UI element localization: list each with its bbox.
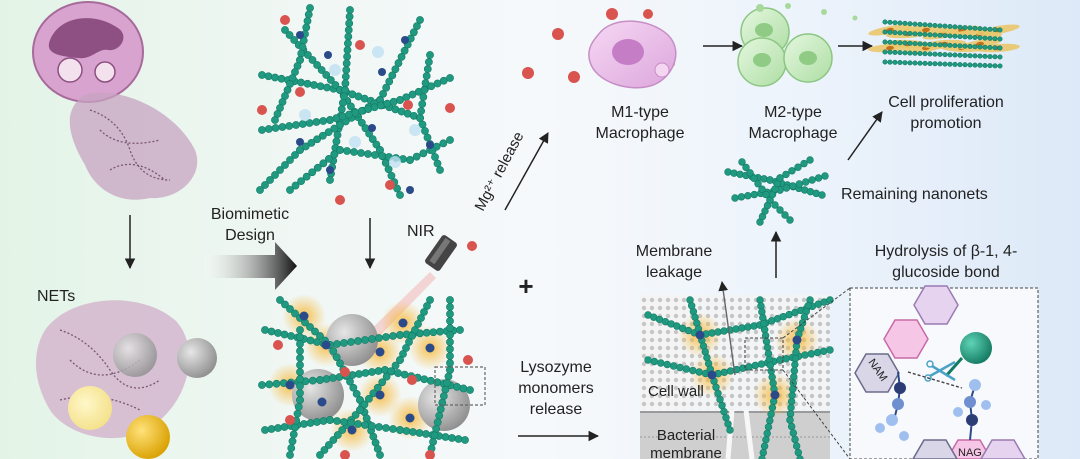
label-lysozyme-3: release xyxy=(530,401,583,418)
label-m1-1: M1-type xyxy=(611,104,669,121)
wall-nanonet xyxy=(644,296,834,459)
label-hydrolysis-1: Hydrolysis of β-1, 4- xyxy=(875,243,1018,260)
label-lysozyme-1: Lysozyme xyxy=(520,359,592,376)
label-cell-wall: Cell wall xyxy=(648,383,704,400)
zoom-lines xyxy=(782,287,851,459)
nets-cell xyxy=(35,300,217,459)
label-nag: NAG xyxy=(958,447,982,459)
zoom-box-small xyxy=(434,366,486,406)
label-plus: + xyxy=(518,271,533,301)
label-prolif-1: Cell proliferation xyxy=(888,94,1004,111)
label-m2-1: M2-type xyxy=(764,104,822,121)
hydrolysis-inset xyxy=(849,285,1039,459)
nanonet-bottom xyxy=(258,296,474,459)
label-hydrolysis-2: glucoside bond xyxy=(892,264,1000,281)
label-lysozyme-2: monomers xyxy=(518,380,594,397)
arrow-membrane-leakage xyxy=(718,281,736,376)
remaining-nanonets xyxy=(724,156,829,226)
arrow-mg-release xyxy=(504,132,549,211)
label-remaining: Remaining nanonets xyxy=(841,186,988,203)
label-prolif-2: promotion xyxy=(910,115,981,132)
proliferating-cells xyxy=(868,19,1020,69)
biomimetic-design-arrow xyxy=(205,242,297,290)
label-m2-2: Macrophage xyxy=(749,125,838,142)
label-biomimetic-2: Design xyxy=(225,227,275,244)
label-nir: NIR xyxy=(407,223,435,240)
label-nets: NETs xyxy=(37,288,75,305)
m1-macrophage xyxy=(588,20,677,89)
label-biomimetic-1: Biomimetic xyxy=(211,206,289,223)
label-mg-release: Mg²⁺ release xyxy=(472,129,528,214)
label-bacterial-1: Bacterial xyxy=(657,427,715,444)
m2-macrophage xyxy=(737,3,858,87)
label-membrane-2: leakage xyxy=(646,264,702,281)
label-bacterial-2: membrane xyxy=(650,445,722,459)
label-membrane-1: Membrane xyxy=(636,243,713,260)
label-m1-2: Macrophage xyxy=(596,125,685,142)
released-chromatin-cloud xyxy=(69,92,198,200)
nanonet-top xyxy=(256,4,455,205)
neutrophil-cell xyxy=(32,1,144,103)
arrow-to-proliferation xyxy=(847,111,883,161)
